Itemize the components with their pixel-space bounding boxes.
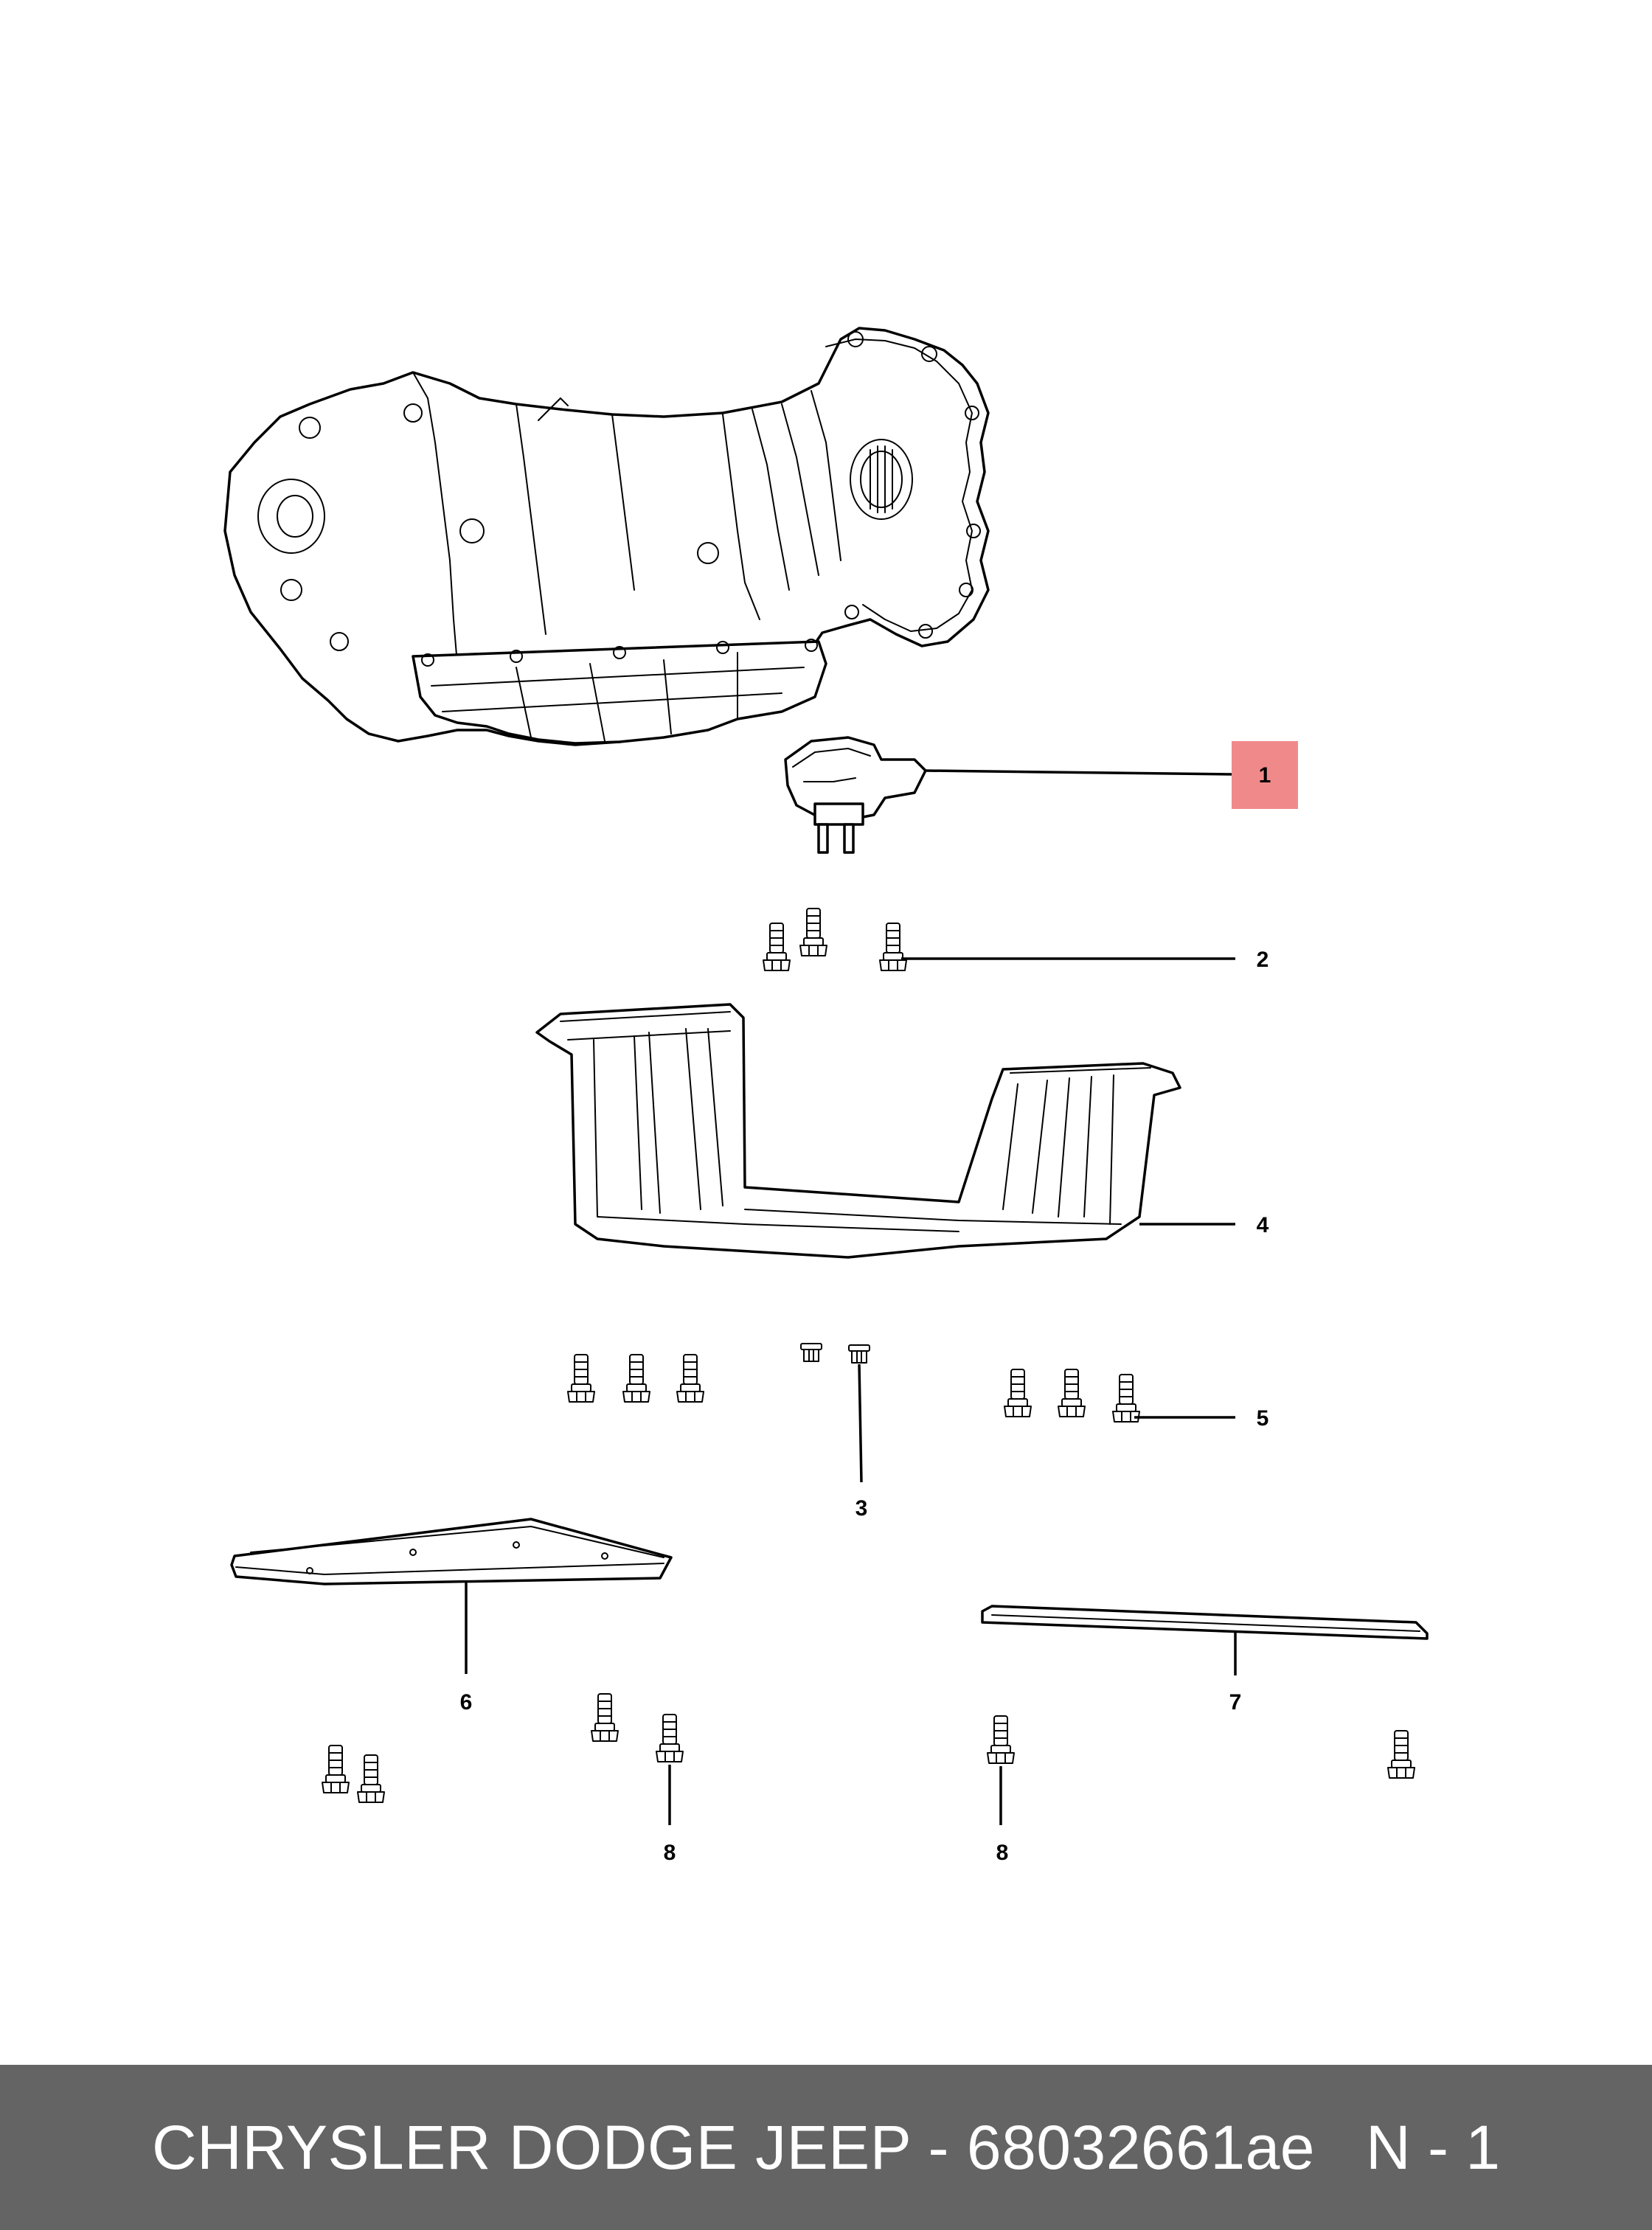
bolts-part-5-drawing (1004, 1369, 1140, 1423)
bolts-left-group-drawing (567, 1354, 704, 1403)
footer-bar: CHRYSLER DODGE JEEP - 68032661ae N - 1 (0, 2065, 1652, 2230)
bolts-part-2-drawing (763, 908, 907, 971)
transmission-mount-drawing (784, 736, 927, 854)
callout-7[interactable]: 7 (1229, 1690, 1242, 1715)
skid-plate-part-6-drawing (230, 1518, 673, 1585)
callout-8-right[interactable]: 8 (996, 1841, 1009, 1865)
callout-5[interactable]: 5 (1257, 1406, 1269, 1431)
callout-8-left[interactable]: 8 (664, 1841, 676, 1865)
bar-part-7-drawing (981, 1605, 1429, 1640)
nuts-part-3-drawing (800, 1343, 870, 1364)
transmission-drawing (223, 327, 990, 746)
callout-2[interactable]: 2 (1257, 948, 1269, 972)
bolts-part-8-drawing (322, 1693, 1415, 1803)
crossmember-drawing (535, 1003, 1181, 1259)
footer-page-number: N - 1 (1366, 2113, 1501, 2182)
footer-caption: CHRYSLER DODGE JEEP - 68032661ae (152, 2113, 1316, 2182)
callout-3[interactable]: 3 (856, 1496, 868, 1521)
leader-lines (465, 769, 1237, 1825)
callout-1[interactable]: 1 (1259, 763, 1271, 788)
callout-4[interactable]: 4 (1257, 1213, 1269, 1237)
callout-1-highlight (1232, 741, 1298, 809)
parts-diagram: 1 2 3 4 5 6 7 8 8 (223, 327, 1429, 1865)
callout-6[interactable]: 6 (460, 1690, 473, 1715)
